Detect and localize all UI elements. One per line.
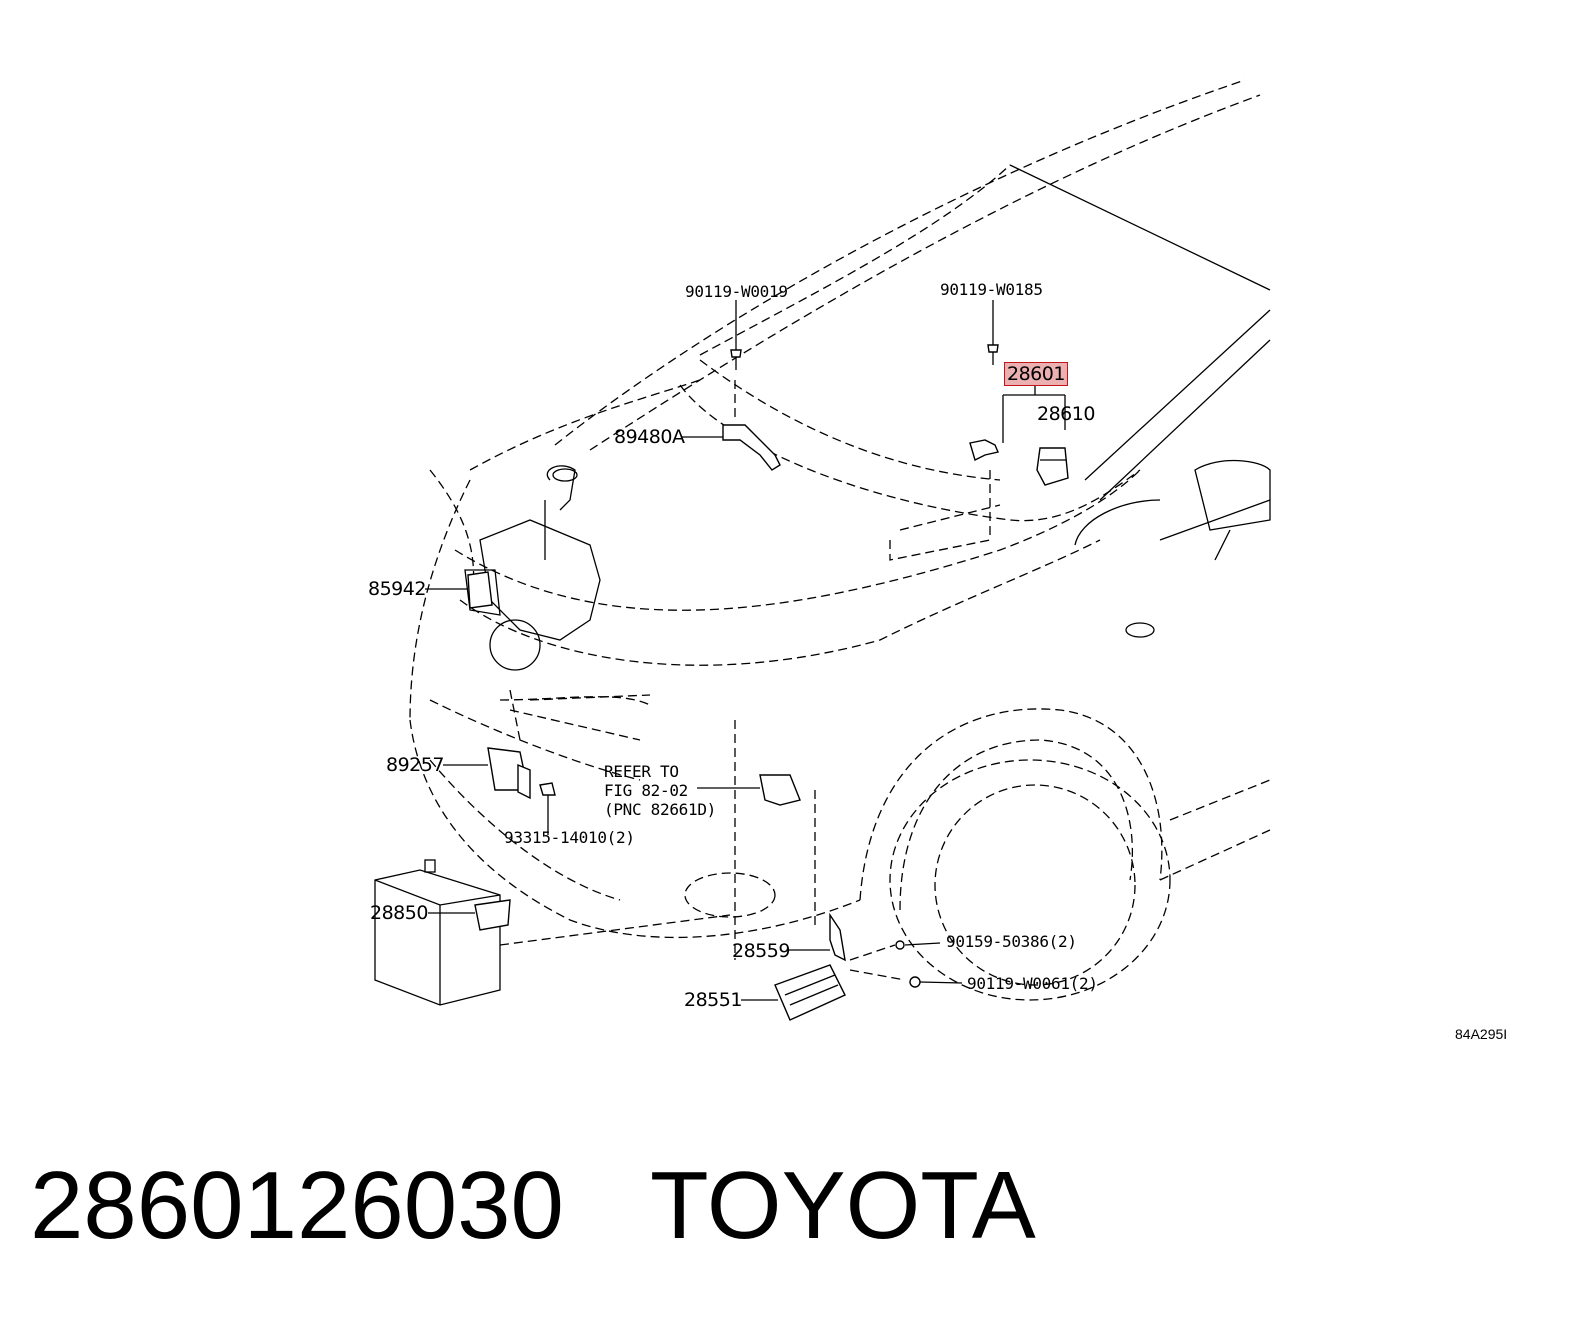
callout-90119-w0019[interactable]: 90119-W0019 [685, 282, 788, 301]
callout-28850[interactable]: 28850 [370, 902, 428, 924]
part-shapes [467, 344, 1069, 1021]
callout-90159-50386[interactable]: 90159-50386(2) [946, 932, 1077, 951]
callout-28610[interactable]: 28610 [1037, 403, 1095, 425]
body-outline [374, 79, 1271, 1006]
brand-title: TOYOTA [650, 1152, 1036, 1259]
figure-reference: 84A295I [1455, 1026, 1508, 1042]
callout-pnc-82661d[interactable]: (PNC 82661D) [604, 800, 716, 819]
callout-89257[interactable]: 89257 [386, 754, 444, 776]
callout-28559[interactable]: 28559 [732, 940, 790, 962]
highlighted-part-label: 28601 [1004, 362, 1068, 386]
callout-85942[interactable]: 85942 [368, 578, 426, 600]
callout-28601[interactable]: 28601 [1004, 362, 1068, 386]
callout-90119-w0185[interactable]: 90119-W0185 [940, 280, 1043, 299]
callout-93315-14010[interactable]: 93315-14010(2) [504, 828, 635, 847]
callout-90119-w0061[interactable]: 90119-W0061(2) [967, 974, 1098, 993]
callout-fig-82-02[interactable]: FIG 82-02 [604, 781, 688, 800]
callout-refer-to: REFER TO [604, 762, 679, 781]
callout-89480a[interactable]: 89480A [614, 426, 685, 448]
callout-28551[interactable]: 28551 [684, 989, 742, 1011]
part-number-title: 2860126030 [30, 1152, 564, 1259]
leader-lines [425, 300, 1066, 1001]
